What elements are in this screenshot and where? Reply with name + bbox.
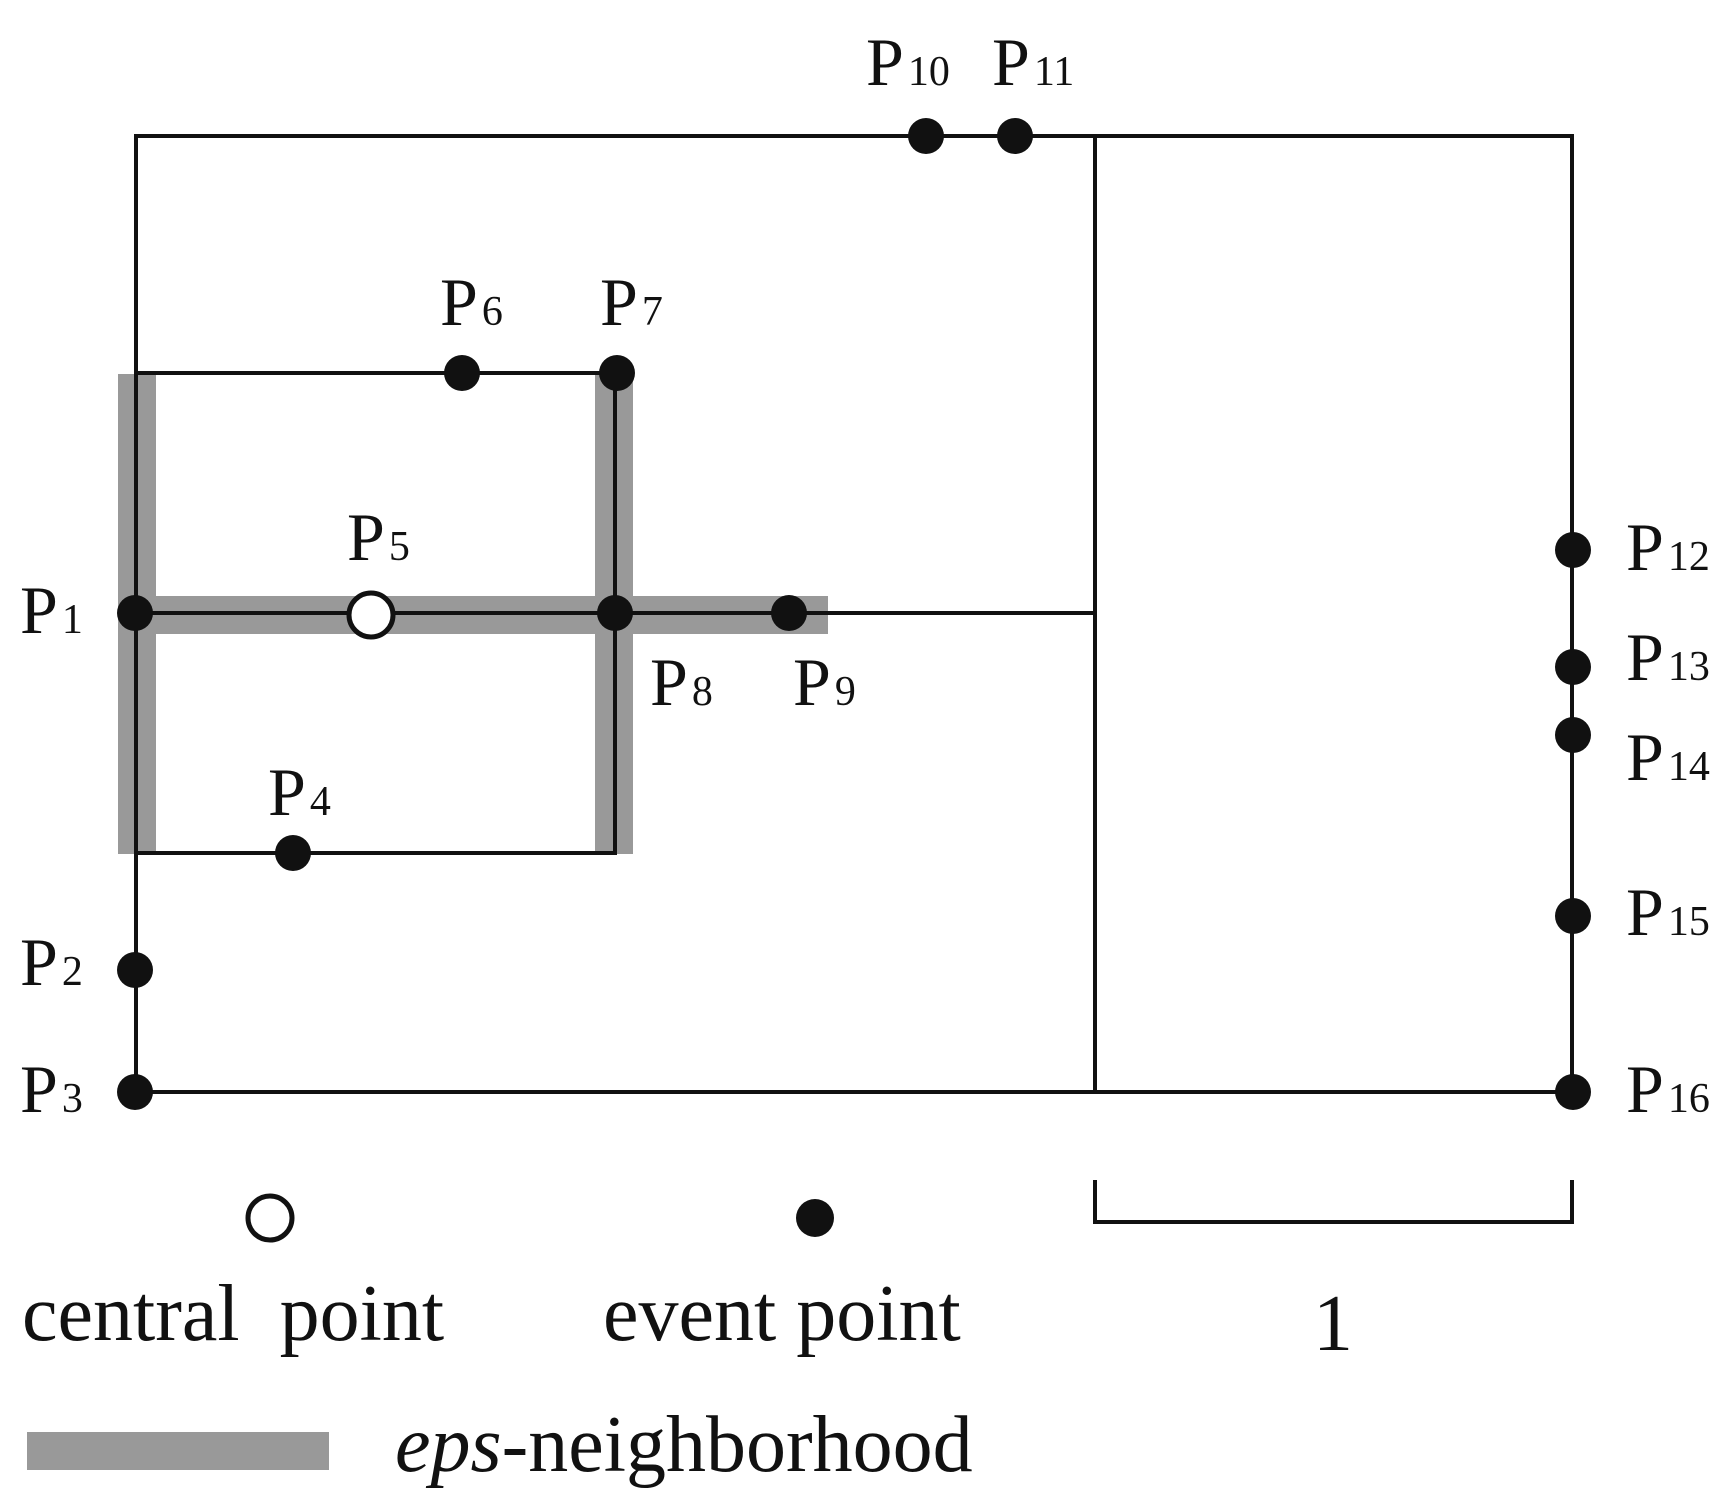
point-label-p15: P15	[1626, 874, 1710, 950]
event-point-p10	[908, 118, 944, 154]
point-label-p6: P6	[440, 264, 503, 340]
point-label-p10: P10	[866, 24, 950, 100]
event-point-p11	[997, 118, 1033, 154]
point-label-p5: P5	[347, 499, 410, 575]
central-point-p5	[346, 590, 396, 640]
point-label-p7: P7	[600, 264, 663, 340]
legend-event-point-label: event point	[603, 1270, 961, 1358]
event-point-p13	[1555, 649, 1591, 685]
event-point-p15	[1555, 898, 1591, 934]
scale-bar: 1	[1093, 1180, 1574, 1368]
event-point-p6	[444, 355, 480, 391]
point-label-p12: P12	[1626, 509, 1710, 585]
point-label-p11: P11	[992, 24, 1074, 100]
scale-label: 1	[1313, 1280, 1353, 1368]
event-point-p2	[117, 952, 153, 988]
event-point-p16	[1555, 1074, 1591, 1110]
legend-central-point-symbol	[245, 1193, 295, 1243]
points-layer	[117, 118, 1591, 1110]
point-label-p13: P13	[1626, 619, 1710, 695]
scale-bracket	[1093, 1180, 1574, 1224]
point-label-p4: P4	[268, 754, 331, 830]
point-label-p1: P1	[20, 572, 83, 648]
event-point-p14	[1555, 717, 1591, 753]
point-label-p8: P8	[650, 644, 713, 720]
legend-event-point-symbol	[796, 1199, 834, 1237]
event-point-p9	[771, 595, 807, 631]
point-label-p14: P14	[1626, 719, 1710, 795]
event-point-p8	[597, 595, 633, 631]
legend-eps-neighborhood-label: eps-neighborhood	[395, 1401, 973, 1488]
event-point-p12	[1555, 532, 1591, 568]
point-labels: P1 P2 P3 P4 P5 P6 P7 P8 P9 P10 P11 P12 P…	[20, 24, 1710, 1127]
point-label-p9: P9	[793, 644, 856, 720]
event-point-p7	[599, 355, 635, 391]
event-point-p3	[117, 1074, 153, 1110]
legend: central point event point eps-neighborho…	[22, 1193, 973, 1488]
point-label-p16: P16	[1626, 1051, 1710, 1127]
point-label-p2: P2	[20, 924, 83, 1000]
legend-central-point-label: central point	[22, 1270, 444, 1358]
event-point-p1	[117, 595, 153, 631]
point-label-p3: P3	[20, 1051, 83, 1127]
event-point-p4	[275, 835, 311, 871]
legend-eps-neighborhood-swatch	[27, 1432, 329, 1470]
